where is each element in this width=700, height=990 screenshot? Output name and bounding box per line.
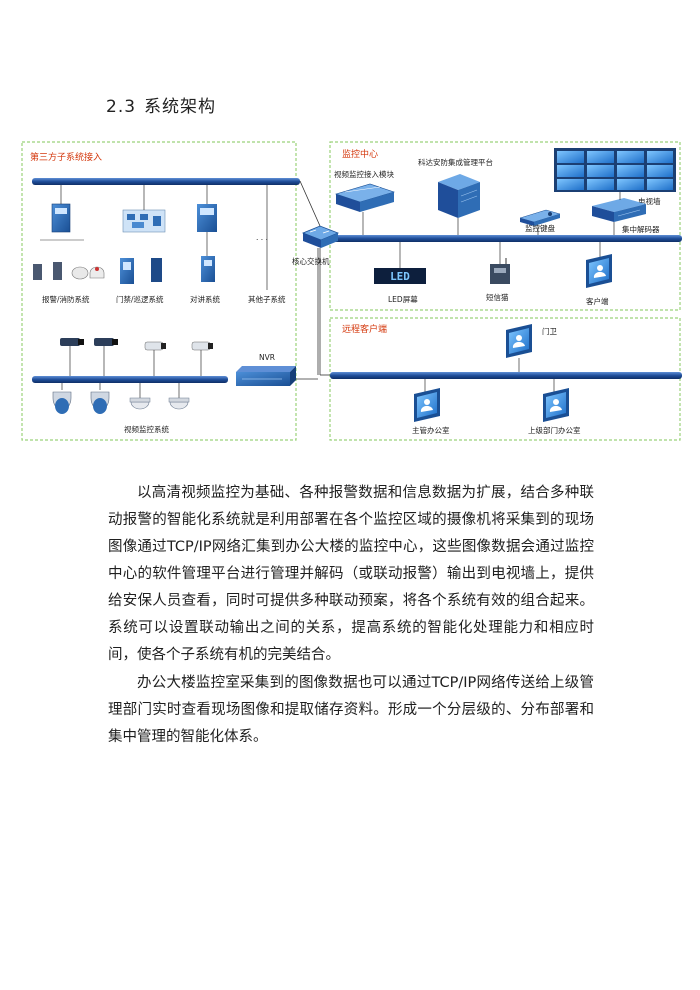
access-control-icon xyxy=(120,185,166,284)
keyboard-icon xyxy=(519,209,561,235)
fire-alarm-host-icon xyxy=(51,185,71,233)
platform-server-icon xyxy=(438,174,480,235)
sms-cat-label: 短信猫 xyxy=(486,292,509,302)
access-module-icon xyxy=(334,183,396,235)
architecture-diagram: 第三方子系统接入 监控中心 远程客户端 核心交换机 报警/消防系统 xyxy=(20,140,682,445)
superior-label: 上级部门办公室 xyxy=(528,425,581,435)
dome-cameras-icon xyxy=(52,383,190,414)
monitor-center-title: 监控中心 xyxy=(342,148,378,160)
led-screen-icon: LED xyxy=(374,242,426,284)
access-module-label: 视频监控接入模块 xyxy=(334,169,394,179)
core-switch-icon xyxy=(301,225,340,248)
other-system-label: 其他子系统 xyxy=(248,294,286,304)
remote-client-panel xyxy=(329,317,681,441)
bullet-cameras-icon xyxy=(60,338,213,376)
monitor-center-bus xyxy=(330,235,682,242)
fire-detectors-icon xyxy=(33,239,105,280)
intercom-icon xyxy=(197,185,217,282)
third-party-bus xyxy=(32,178,300,185)
access-system-label: 门禁/巡逻系统 xyxy=(116,294,164,304)
platform-label: 科达安防集成管理平台 xyxy=(418,157,493,167)
nvr-icon xyxy=(236,366,296,386)
intercom-system-label: 对讲系统 xyxy=(190,294,220,304)
third-party-title: 第三方子系统接入 xyxy=(30,151,102,163)
guard-label: 门卫 xyxy=(542,327,557,336)
section-number: 2.3 xyxy=(106,97,137,117)
fire-system-label: 报警/消防系统 xyxy=(42,294,90,304)
nvr-label: NVR xyxy=(259,353,275,362)
decoder-label: 集中解码器 xyxy=(622,224,660,234)
led-screen-glyph: LED xyxy=(390,270,410,283)
supervisor-label: 主管办公室 xyxy=(412,425,450,435)
body-paragraph-1: 以高清视频监控为基础、各种报警数据和信息数据为扩展，结合多种联动报警的智能化系统… xyxy=(108,485,594,663)
core-switch-label: 核心交换机 xyxy=(292,256,330,266)
decoder-icon xyxy=(592,192,646,235)
client-pc-icon xyxy=(586,242,612,288)
sms-cat-icon xyxy=(490,242,510,284)
section-title: 系统架构 xyxy=(144,97,217,117)
other-system-dots: . . . xyxy=(256,233,268,242)
remote-client-title: 远程客户端 xyxy=(342,323,387,335)
superior-pc-icon xyxy=(543,379,569,422)
led-screen-label: LED屏幕 xyxy=(388,294,418,304)
supervisor-pc-icon xyxy=(414,379,440,422)
video-wall-label: 电视墙 xyxy=(638,196,661,206)
monitor-center-panel xyxy=(329,141,681,311)
keyboard-label: 监控键盘 xyxy=(525,223,555,233)
video-wall-icon xyxy=(554,148,676,192)
guard-pc-icon xyxy=(506,324,532,372)
remote-bus xyxy=(330,372,682,379)
video-system-label: 视频监控系统 xyxy=(124,424,169,434)
section-heading: 2.3 系统架构 xyxy=(106,92,216,117)
body-paragraph-2: 办公大楼监控室采集到的图像数据也可以通过TCP/IP网络传送给上级管理部门实时查… xyxy=(108,675,594,745)
third-party-panel xyxy=(21,141,297,441)
client-label: 客户端 xyxy=(586,296,609,306)
video-bus xyxy=(32,376,228,383)
switch-link-top xyxy=(299,180,321,227)
